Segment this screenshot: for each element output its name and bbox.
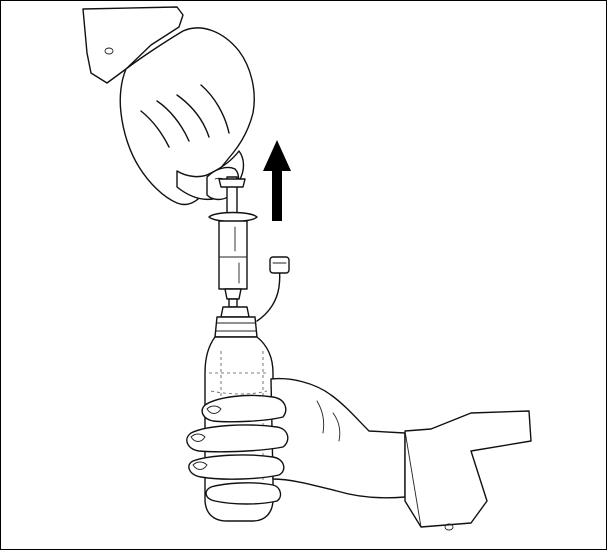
upward-arrow <box>263 140 291 221</box>
syringe-tip <box>225 289 241 299</box>
syringe-luer <box>229 299 237 307</box>
lower-hand-back <box>271 379 405 498</box>
lower-finger-2 <box>187 425 288 452</box>
syringe-barrel <box>219 221 247 289</box>
cap-strap <box>257 269 280 321</box>
bottle-adapter-top <box>221 307 249 317</box>
lower-finger-4 <box>206 483 280 504</box>
lower-finger-3 <box>189 455 284 479</box>
barrel-flange <box>209 213 257 222</box>
dangling-cap <box>270 257 289 273</box>
upper-hand <box>83 7 254 205</box>
plunger-flange <box>219 179 245 187</box>
lower-sleeve-cuff <box>405 411 531 527</box>
bottle-neck <box>215 317 257 337</box>
